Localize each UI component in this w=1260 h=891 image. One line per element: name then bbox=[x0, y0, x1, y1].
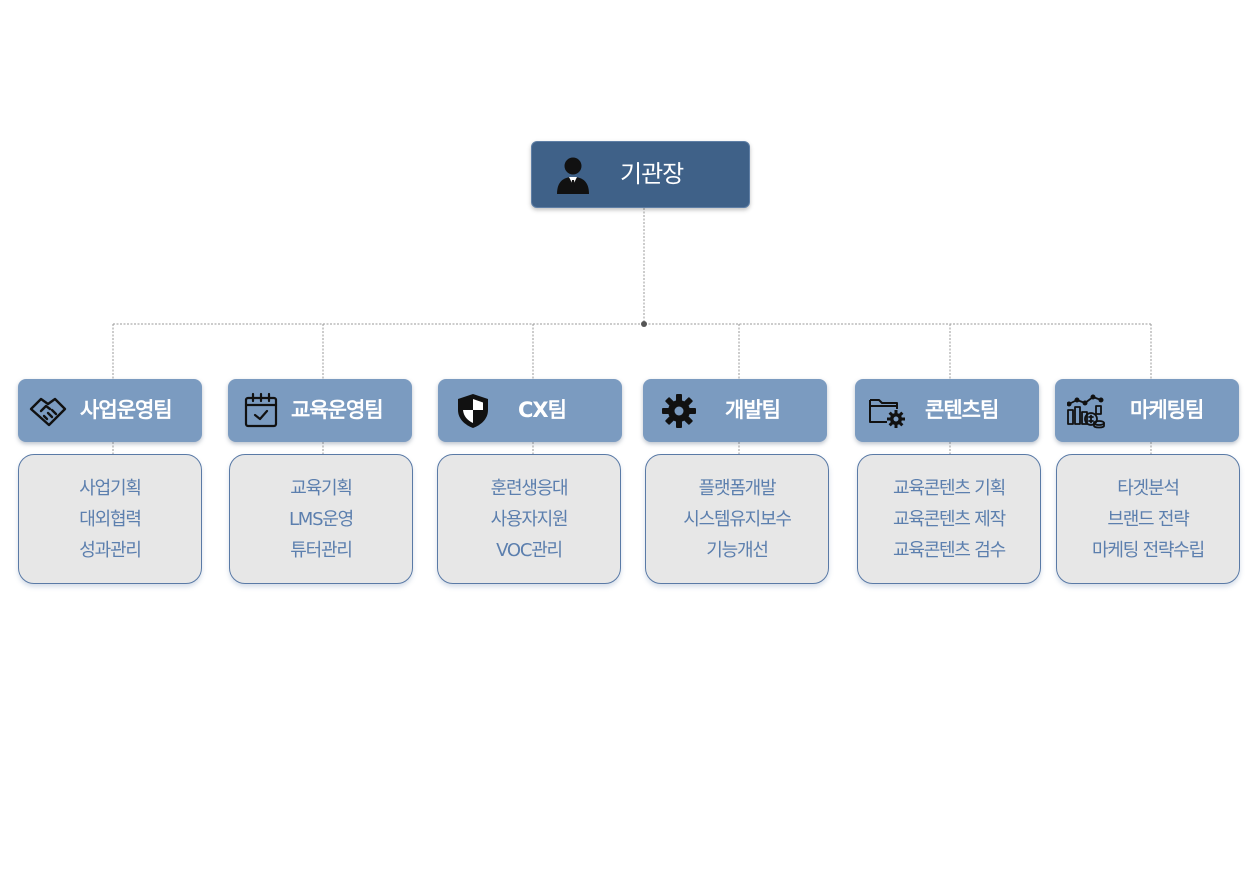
junction-dot bbox=[641, 321, 647, 327]
handshake-icon bbox=[29, 397, 67, 427]
person-icon bbox=[557, 157, 589, 194]
task-item: 사업기획 bbox=[79, 477, 142, 499]
head-node: 기관장 bbox=[531, 141, 750, 208]
task-box-education: 교육기획 LMS운영 튜터관리 bbox=[229, 454, 413, 584]
task-item: 교육콘텐츠 기획 bbox=[892, 477, 1006, 499]
task-item: 교육콘텐츠 제작 bbox=[892, 508, 1006, 530]
team-header-cx: CX팀 bbox=[438, 379, 622, 442]
task-box-business: 사업기획 대외협력 성과관리 bbox=[18, 454, 202, 584]
task-box-content: 교육콘텐츠 기획 교육콘텐츠 제작 교육콘텐츠 검수 bbox=[857, 454, 1041, 584]
team-header-dev: 개발팀 bbox=[643, 379, 827, 442]
task-item: VOC관리 bbox=[496, 539, 563, 561]
task-item: 사용자지원 bbox=[490, 508, 569, 530]
task-box-marketing: 타겟분석 브랜드 전략 마케팅 전략수립 bbox=[1056, 454, 1240, 584]
task-item: 브랜드 전략 bbox=[1107, 508, 1190, 530]
task-item: 교육콘텐츠 검수 bbox=[892, 539, 1006, 561]
task-item: 교육기획 bbox=[290, 477, 353, 499]
analytics-icon bbox=[1067, 394, 1105, 429]
calendar-check-icon bbox=[244, 392, 278, 428]
team-label: 콘텐츠팀 bbox=[925, 398, 999, 422]
team-header-content: 콘텐츠팀 bbox=[855, 379, 1039, 442]
team-header-business: 사업운영팀 bbox=[18, 379, 202, 442]
task-item: 플랫폼개발 bbox=[698, 477, 777, 499]
task-item: 성과관리 bbox=[79, 539, 142, 561]
task-item: 훈련생응대 bbox=[490, 477, 569, 499]
task-item: 대외협력 bbox=[79, 508, 142, 530]
folder-gear-icon bbox=[869, 399, 905, 428]
head-label: 기관장 bbox=[620, 160, 684, 188]
task-item: 타겟분석 bbox=[1117, 477, 1180, 499]
task-box-cx: 훈련생응대 사용자지원 VOC관리 bbox=[437, 454, 621, 584]
task-item: 기능개선 bbox=[706, 539, 769, 561]
task-item: 마케팅 전략수립 bbox=[1091, 539, 1205, 561]
shield-icon bbox=[458, 394, 488, 428]
team-label: CX팀 bbox=[518, 398, 567, 422]
task-item: LMS운영 bbox=[288, 508, 354, 530]
team-label: 마케팅팀 bbox=[1130, 398, 1204, 422]
team-header-marketing: 마케팅팀 bbox=[1055, 379, 1239, 442]
gear-icon bbox=[662, 394, 696, 428]
team-label: 교육운영팀 bbox=[291, 398, 384, 422]
team-header-education: 교육운영팀 bbox=[228, 379, 412, 442]
team-label: 개발팀 bbox=[725, 398, 781, 422]
task-item: 튜터관리 bbox=[290, 539, 353, 561]
task-item: 시스템유지보수 bbox=[683, 508, 792, 530]
task-box-dev: 플랫폼개발 시스템유지보수 기능개선 bbox=[645, 454, 829, 584]
team-label: 사업운영팀 bbox=[80, 398, 173, 422]
